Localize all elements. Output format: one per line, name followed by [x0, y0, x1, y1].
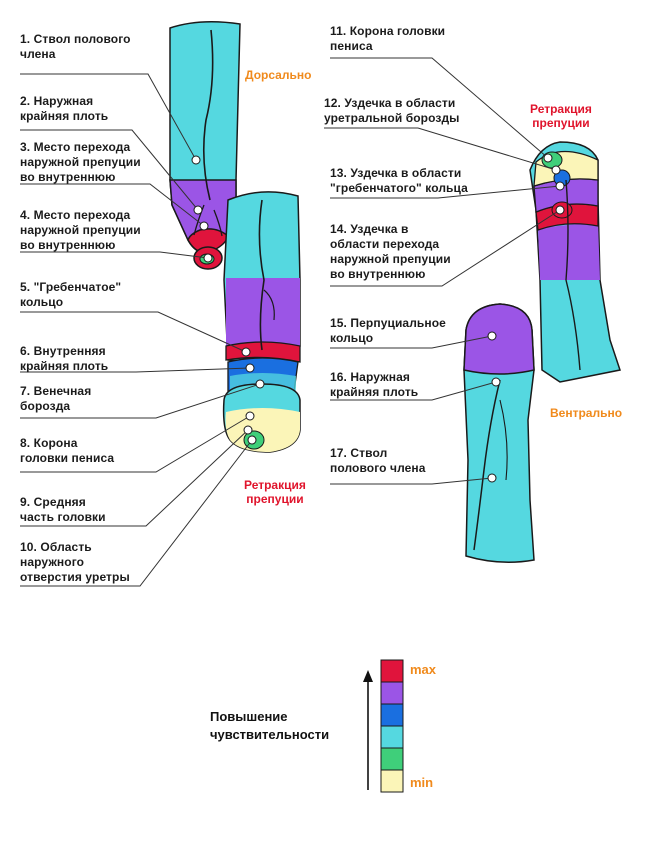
scale-max-label: max	[410, 662, 437, 677]
marker-dot-5	[241, 347, 251, 357]
marker-dot-9	[243, 425, 253, 435]
leader-line-5	[20, 311, 247, 353]
marker-dot-8	[245, 411, 255, 421]
scale-min-label: min	[410, 775, 434, 790]
leader-line-2	[20, 129, 199, 211]
figure-dorsal-retracted	[222, 191, 301, 453]
scale-swatch-1	[380, 659, 404, 683]
scale-swatch-2	[380, 681, 404, 705]
scale-swatch-3	[380, 703, 404, 727]
marker-dot-7	[255, 379, 265, 389]
tag-dorsal: Дорсально	[245, 68, 312, 82]
scale-swatch-4	[380, 725, 404, 749]
leader-line-7	[20, 383, 261, 419]
marker-dot-17	[487, 473, 497, 483]
scale-arrow	[363, 670, 373, 790]
leader-line-13	[330, 185, 561, 199]
marker-dot-6	[245, 363, 255, 373]
marker-dot-2	[193, 205, 203, 215]
label-6: 6. Внутренняя крайняя плоть	[20, 344, 109, 373]
leader-line-1	[20, 73, 197, 161]
marker-dot-13	[555, 181, 565, 191]
leader-line-16	[330, 381, 497, 401]
label-2: 2. Наружная крайняя плоть	[20, 94, 109, 123]
leader-line-11	[330, 57, 549, 159]
figure-ventral-unretracted	[463, 303, 535, 563]
label-11: 11. Корона головки пениса	[330, 24, 446, 53]
marker-dot-1	[191, 155, 201, 165]
marker-dot-11	[543, 153, 553, 163]
marker-dot-10	[247, 435, 257, 445]
label-10: 10. Область наружного отверстия уретры	[20, 540, 130, 584]
marker-dot-14	[555, 205, 565, 215]
scale-swatch-5	[380, 747, 404, 771]
label-12: 12. Уздечка в области уретральной борозд…	[324, 96, 460, 125]
leader-line-14	[330, 209, 561, 287]
tag-ventral: Вентрально	[550, 406, 623, 420]
marker-dot-16	[491, 377, 501, 387]
figure-ventral-retracted	[529, 141, 621, 383]
label-8: 8. Корона головки пениса	[20, 436, 115, 465]
label-17: 17. Ствол полового члена	[330, 446, 426, 475]
marker-dot-4	[203, 253, 213, 263]
label-16: 16. Наружная крайняя плоть	[330, 370, 419, 399]
leader-line-4	[20, 251, 209, 259]
label-14: 14. Уздечка в области перехода наружной …	[330, 222, 451, 281]
label-3: 3. Место перехода наружной препуции во в…	[20, 140, 141, 184]
leader-line-3	[20, 183, 205, 227]
label-5: 5. "Гребенчатое" кольцо	[20, 280, 122, 309]
leader-lines	[20, 57, 561, 587]
leader-line-8	[20, 415, 251, 473]
scale-swatch-6	[380, 769, 404, 793]
label-4: 4. Место перехода наружной препуции во в…	[20, 208, 141, 252]
label-1: 1. Ствол полового члена	[20, 32, 131, 61]
marker-dot-3	[199, 221, 209, 231]
tag-retraction-dorsal: Ретракция препуции	[244, 478, 306, 506]
label-7: 7. Венечная борозда	[20, 384, 92, 413]
leader-line-10	[20, 439, 253, 587]
leader-line-17	[330, 477, 493, 485]
label-13: 13. Уздечка в области "гребенчатого" кол…	[330, 166, 468, 195]
marker-dot-15	[487, 331, 497, 341]
leader-line-12	[324, 127, 557, 171]
label-9: 9. Средняя часть головки	[20, 495, 106, 524]
leader-line-6	[20, 367, 251, 373]
marker-dot-12	[551, 165, 561, 175]
tag-retraction-ventral: Ретракция препуции	[530, 102, 592, 130]
leader-line-9	[20, 429, 249, 527]
legend-title: Повышение чувствительности	[210, 709, 330, 742]
marker-dots	[191, 153, 565, 483]
leader-line-15	[330, 335, 493, 349]
label-15: 15. Перпуциальное кольцо	[330, 316, 446, 345]
sensitivity-scale	[380, 659, 404, 793]
